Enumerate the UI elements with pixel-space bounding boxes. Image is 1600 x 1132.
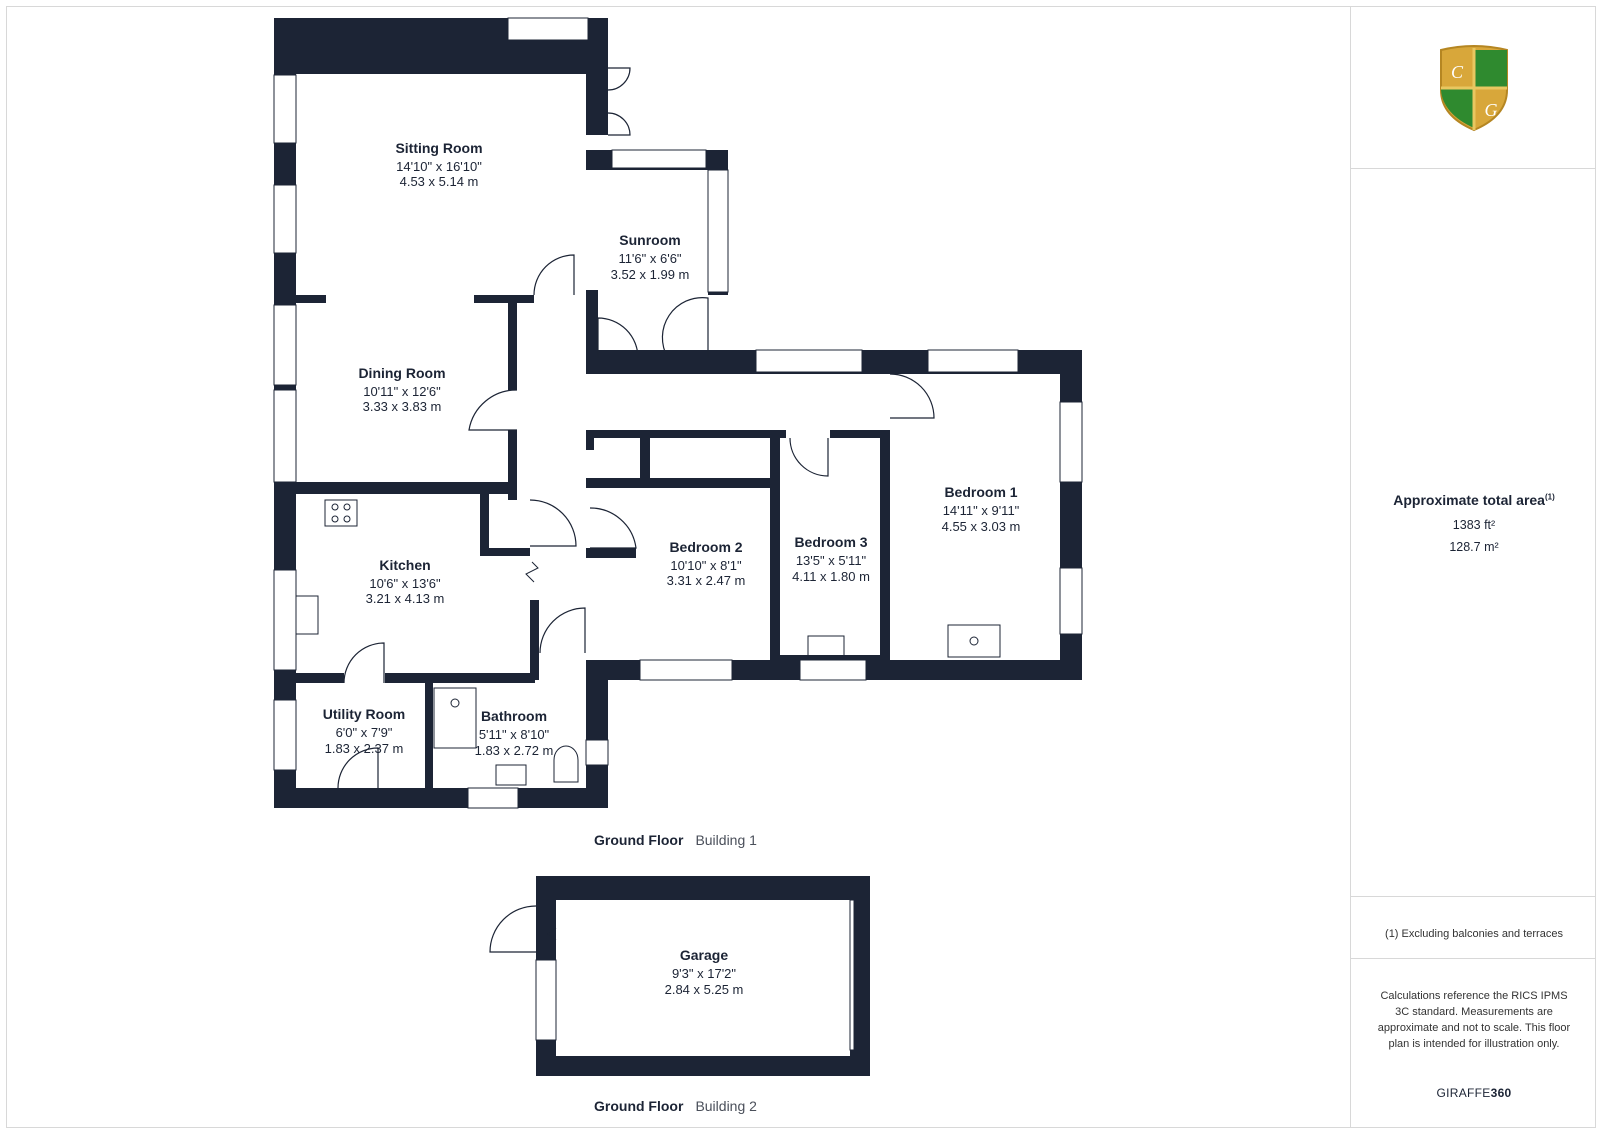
building-label: Building 1 <box>695 832 757 848</box>
room-metric: 3.21 x 4.13 m <box>366 591 445 606</box>
total-area-title-text: Approximate total area <box>1393 492 1545 508</box>
fixtures <box>295 499 1001 941</box>
room-name: Dining Room <box>358 365 445 381</box>
hob-ring-icon <box>343 515 351 523</box>
entrance-arrow-icon <box>355 797 365 808</box>
hob-ring-icon <box>343 503 351 511</box>
svg-text:C: C <box>1451 62 1464 82</box>
room-imperial: 6'0" x 7'9" <box>336 725 393 740</box>
room-name: Bedroom 3 <box>794 534 867 550</box>
room-dining-room: Dining Room 10'11" x 12'6" 3.33 x 3.83 m <box>358 365 445 414</box>
room-garage: Garage 9'3" x 17'2" 2.84 x 5.25 m <box>665 947 744 997</box>
room-name: Bathroom <box>481 708 547 724</box>
room-name: Sitting Room <box>395 140 482 156</box>
building-label: Building 2 <box>695 1098 757 1114</box>
floor-caption-building-1: Ground Floor Building 1 <box>594 832 757 848</box>
room-imperial: 13'5" x 5'11" <box>796 553 867 568</box>
sink-icon <box>295 595 319 635</box>
room-metric: 3.52 x 1.99 m <box>611 267 690 282</box>
room-metric: 4.55 x 3.03 m <box>942 519 1021 534</box>
room-imperial: 10'6" x 13'6" <box>369 576 441 591</box>
room-imperial: 11'6" x 6'6" <box>618 251 681 266</box>
svg-text:G: G <box>1485 100 1498 120</box>
brand-label: GIRAFFE360 <box>1351 1086 1597 1100</box>
windows <box>273 17 1083 1051</box>
sidebar-divider <box>1351 958 1596 959</box>
room-bathroom: Bathroom 5'11" x 8'10" 1.83 x 2.72 m <box>475 708 554 758</box>
shower-head-icon <box>450 698 460 708</box>
room-metric: 4.11 x 1.80 m <box>792 569 870 584</box>
room-sitting-room: Sitting Room 14'10" x 16'10" 4.53 x 5.14… <box>395 140 482 189</box>
room-metric: 2.84 x 5.25 m <box>665 982 744 997</box>
room-name: Kitchen <box>379 557 430 573</box>
basin-icon <box>495 764 527 786</box>
room-labels: Sitting Room 14'10" x 16'10" 4.53 x 5.14… <box>323 140 1021 997</box>
basin-drain-icon <box>969 636 979 646</box>
room-bedroom-1: Bedroom 1 14'11" x 9'11" 4.55 x 3.03 m <box>942 484 1021 534</box>
hob-ring-icon <box>331 503 339 511</box>
doors <box>337 67 935 953</box>
room-imperial: 10'11" x 12'6" <box>363 384 441 399</box>
room-name: Garage <box>680 947 728 963</box>
room-metric: 3.33 x 3.83 m <box>363 399 442 414</box>
room-utility-room: Utility Room 6'0" x 7'9" 1.83 x 2.37 m <box>323 706 405 756</box>
shield-logo-icon: C G <box>1440 45 1508 132</box>
room-sunroom: Sunroom 11'6" x 6'6" 3.52 x 1.99 m <box>611 232 690 282</box>
room-imperial: 14'11" x 9'11" <box>943 503 1020 518</box>
room-metric: 3.31 x 2.47 m <box>667 573 746 588</box>
room-metric: 1.83 x 2.72 m <box>475 743 554 758</box>
floor-caption-building-2: Ground Floor Building 2 <box>594 1098 757 1114</box>
room-name: Utility Room <box>323 706 405 722</box>
brand-suffix: 360 <box>1490 1086 1512 1100</box>
page-frame <box>6 6 1596 1128</box>
room-imperial: 10'10" x 8'1" <box>670 558 742 573</box>
room-bedroom-3: Bedroom 3 13'5" x 5'11" 4.11 x 1.80 m <box>792 534 870 584</box>
sidebar: C G Approximate total area(1) 1383 ft² 1… <box>1350 6 1596 1128</box>
sidebar-divider <box>1351 896 1596 897</box>
room-name: Sunroom <box>619 232 680 248</box>
room-bedroom-2: Bedroom 2 10'10" x 8'1" 3.31 x 2.47 m <box>667 539 746 588</box>
room-kitchen: Kitchen 10'6" x 13'6" 3.21 x 4.13 m <box>366 557 445 606</box>
total-area-note: (1) <box>1544 492 1555 502</box>
total-area-title: Approximate total area(1) <box>1351 492 1597 508</box>
shower-icon <box>433 687 477 749</box>
room-metric: 1.83 x 2.37 m <box>325 741 404 756</box>
basin-icon <box>947 624 1001 658</box>
room-name: Bedroom 2 <box>669 539 742 555</box>
total-area-m: 128.7 m² <box>1449 540 1499 554</box>
basin-icon <box>807 635 845 659</box>
hob-icon <box>324 499 358 527</box>
stair-icon <box>525 561 539 583</box>
toilet-icon <box>553 745 579 783</box>
room-metric: 4.53 x 5.14 m <box>400 174 479 189</box>
floor-label: Ground Floor <box>594 1098 684 1114</box>
room-name: Bedroom 1 <box>944 484 1017 500</box>
disclaimer: Calculations reference the RICS IPMS 3C … <box>1377 990 1571 1050</box>
room-imperial: 9'3" x 17'2" <box>672 966 736 981</box>
entrance-arrow-icon <box>547 927 557 941</box>
floor-label: Ground Floor <box>594 832 684 848</box>
footnote: (1) Excluding balconies and terraces <box>1385 928 1563 940</box>
floor-plan: Sitting Room 14'10" x 16'10" 4.53 x 5.14… <box>273 17 1083 1076</box>
brand-prefix: GIRAFFE <box>1436 1086 1491 1100</box>
sidebar-divider <box>1351 168 1596 169</box>
total-area-ft: 1383 ft² <box>1452 518 1496 532</box>
room-imperial: 14'10" x 16'10" <box>396 159 482 174</box>
room-imperial: 5'11" x 8'10" <box>479 727 550 742</box>
hob-ring-icon <box>331 515 339 523</box>
